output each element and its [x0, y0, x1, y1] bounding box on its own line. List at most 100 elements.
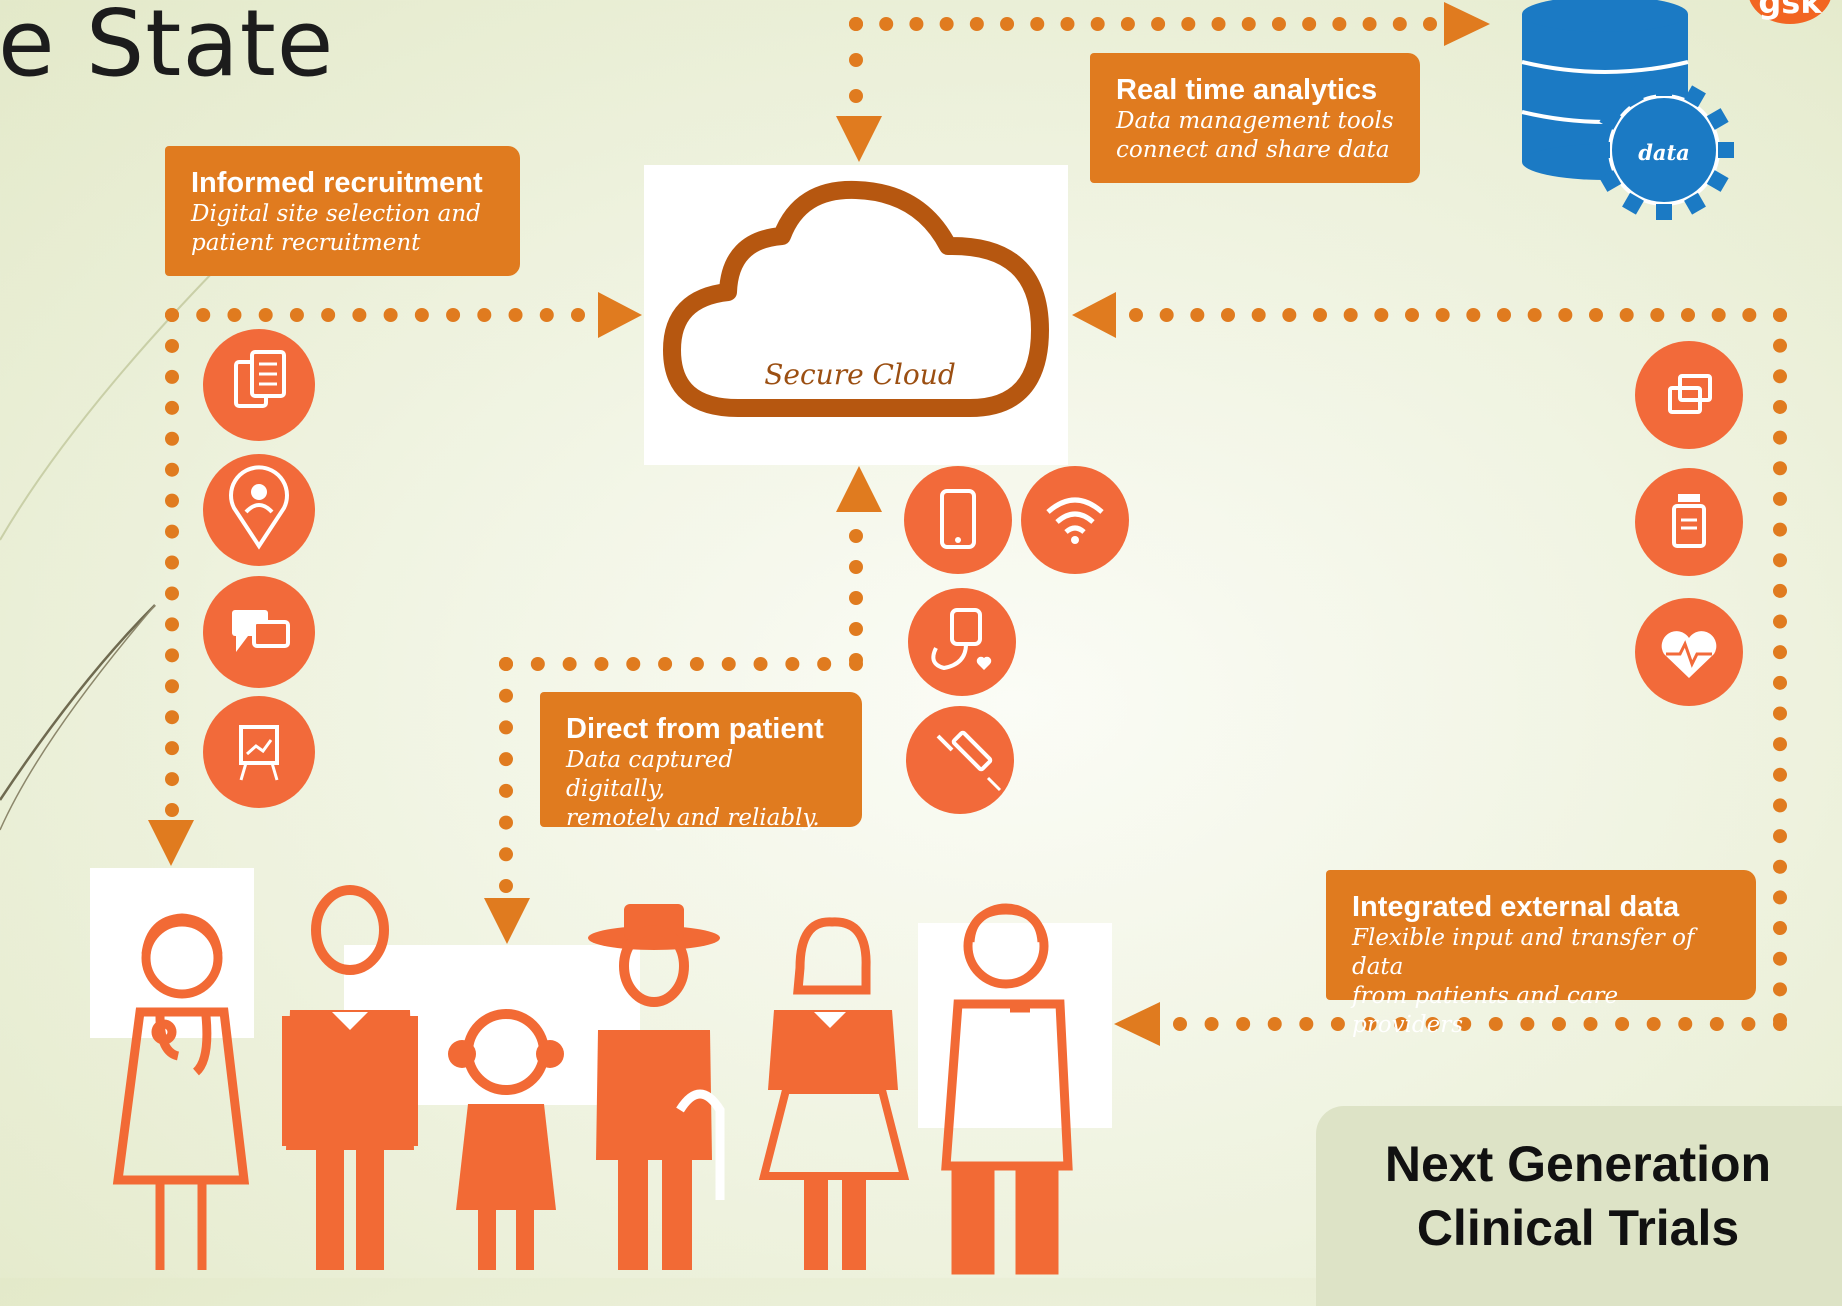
connector-dot	[785, 657, 800, 671]
gear-tooth	[1599, 108, 1622, 130]
connector-dot	[1773, 859, 1787, 874]
connector-dot	[1000, 17, 1015, 31]
connector-dot	[165, 679, 179, 694]
connector-dot	[1773, 369, 1787, 384]
connector-dot	[1709, 1017, 1724, 1031]
connector-dot	[165, 648, 179, 663]
connector-dot	[849, 560, 863, 574]
connector-dot	[1204, 1017, 1219, 1031]
next-generation-panel	[1316, 1106, 1842, 1306]
connector-dot	[1650, 308, 1665, 322]
arrow-to-database	[1444, 2, 1490, 46]
woman-figure	[758, 917, 910, 1270]
location-pin-user-icon	[203, 454, 315, 566]
connector-dot	[1236, 1017, 1251, 1031]
connector-dot	[1773, 645, 1787, 660]
connector-dot	[1773, 338, 1787, 353]
windows-icon	[1635, 341, 1743, 449]
connector-dot	[1271, 17, 1286, 31]
connector-dot	[1589, 308, 1603, 322]
gear-tooth	[1718, 142, 1734, 158]
connector-dot	[165, 493, 179, 508]
connector-dot	[165, 308, 179, 322]
connector-dot	[1299, 1017, 1314, 1031]
connector-dot	[446, 308, 461, 322]
gear-icon	[1594, 80, 1734, 220]
direct-from-patient-callout: Direct from patient Data captured digita…	[540, 692, 862, 831]
smartphone-icon	[904, 466, 1012, 574]
connector-dot	[1773, 399, 1787, 414]
secure-cloud-label: Secure Cloud	[764, 358, 956, 391]
connector-dot	[1362, 1017, 1377, 1031]
connector-dot	[1251, 308, 1266, 322]
connector-dot	[1773, 553, 1787, 568]
database-label: data	[1638, 140, 1690, 165]
callout-text: connect and share data	[1116, 137, 1390, 163]
chat-bubbles-icon	[203, 576, 315, 688]
connector-dot	[508, 308, 523, 322]
heart-rate-icon	[1635, 598, 1743, 706]
connector-dot	[1497, 308, 1511, 322]
connector-dot	[817, 657, 832, 671]
connector-dot	[165, 431, 179, 446]
connector-dot	[1332, 17, 1347, 31]
database-icon	[1521, 0, 1720, 206]
callout-title: Direct from patient	[566, 713, 824, 745]
connector-dot	[1405, 308, 1419, 322]
connector-dot	[689, 657, 704, 671]
cloud-shape	[663, 180, 1049, 417]
connector-dot	[849, 591, 863, 605]
connector-dot	[1583, 1017, 1598, 1031]
connector-dot	[165, 772, 179, 787]
connector-dot	[1313, 308, 1327, 322]
connector-dot	[1466, 308, 1481, 322]
connector-dot	[1457, 1017, 1472, 1031]
connector-dot	[1120, 17, 1135, 31]
connector-dot	[499, 657, 513, 671]
decorative-curve	[0, 269, 216, 541]
arrow-to-nurse	[1114, 1002, 1160, 1046]
integrated-external-data-callout: Integrated external data Flexible input …	[1326, 870, 1756, 1038]
connector-dot	[1741, 1017, 1756, 1031]
connector-dot	[1267, 1017, 1282, 1031]
connector-dot	[1619, 308, 1634, 322]
gsk-logo: gsk	[1748, 0, 1832, 24]
gear-tooth	[1594, 142, 1610, 158]
girl-figure	[448, 1009, 564, 1270]
connector-dot	[939, 17, 954, 31]
connector-dot	[1173, 1017, 1187, 1031]
people-group	[112, 885, 1073, 1275]
elderly-man-figure	[588, 904, 725, 1270]
connector-dot	[879, 17, 894, 31]
connector-dot	[909, 17, 924, 31]
connector-dot	[499, 815, 513, 830]
connector-dot	[1551, 1017, 1566, 1031]
connector-dot	[1773, 1017, 1787, 1031]
decorative-curve	[0, 604, 156, 831]
title-line: Clinical Trials	[1416, 1200, 1740, 1256]
connector-dot	[849, 53, 863, 67]
gear-tooth	[1706, 170, 1729, 192]
connector-dot	[1773, 308, 1787, 322]
connector-dot	[594, 657, 609, 671]
arrow-down-to-family	[484, 898, 530, 944]
connector-dot	[1060, 17, 1075, 31]
connector-dot	[1646, 1017, 1661, 1031]
callout-title: Informed recruitment	[191, 167, 483, 199]
gear-tooth	[1622, 85, 1644, 108]
arrow-down-to-cloud	[836, 116, 882, 162]
connector-dot	[414, 308, 429, 322]
callout-title: Real time analytics	[1116, 74, 1378, 106]
diagram-canvas	[0, 269, 216, 831]
connector-dot	[1773, 522, 1787, 537]
wifi-icon	[1021, 466, 1129, 574]
connector-dot	[969, 17, 984, 31]
callout-text: patient recruitment	[191, 230, 421, 256]
connector-dot	[849, 89, 863, 103]
connector-dot	[1773, 461, 1787, 476]
connector-dot	[1773, 921, 1787, 936]
connector-dot	[562, 657, 577, 671]
connector-dot	[1211, 17, 1226, 31]
connector-dot	[1773, 767, 1787, 782]
connector-dot	[165, 710, 179, 725]
